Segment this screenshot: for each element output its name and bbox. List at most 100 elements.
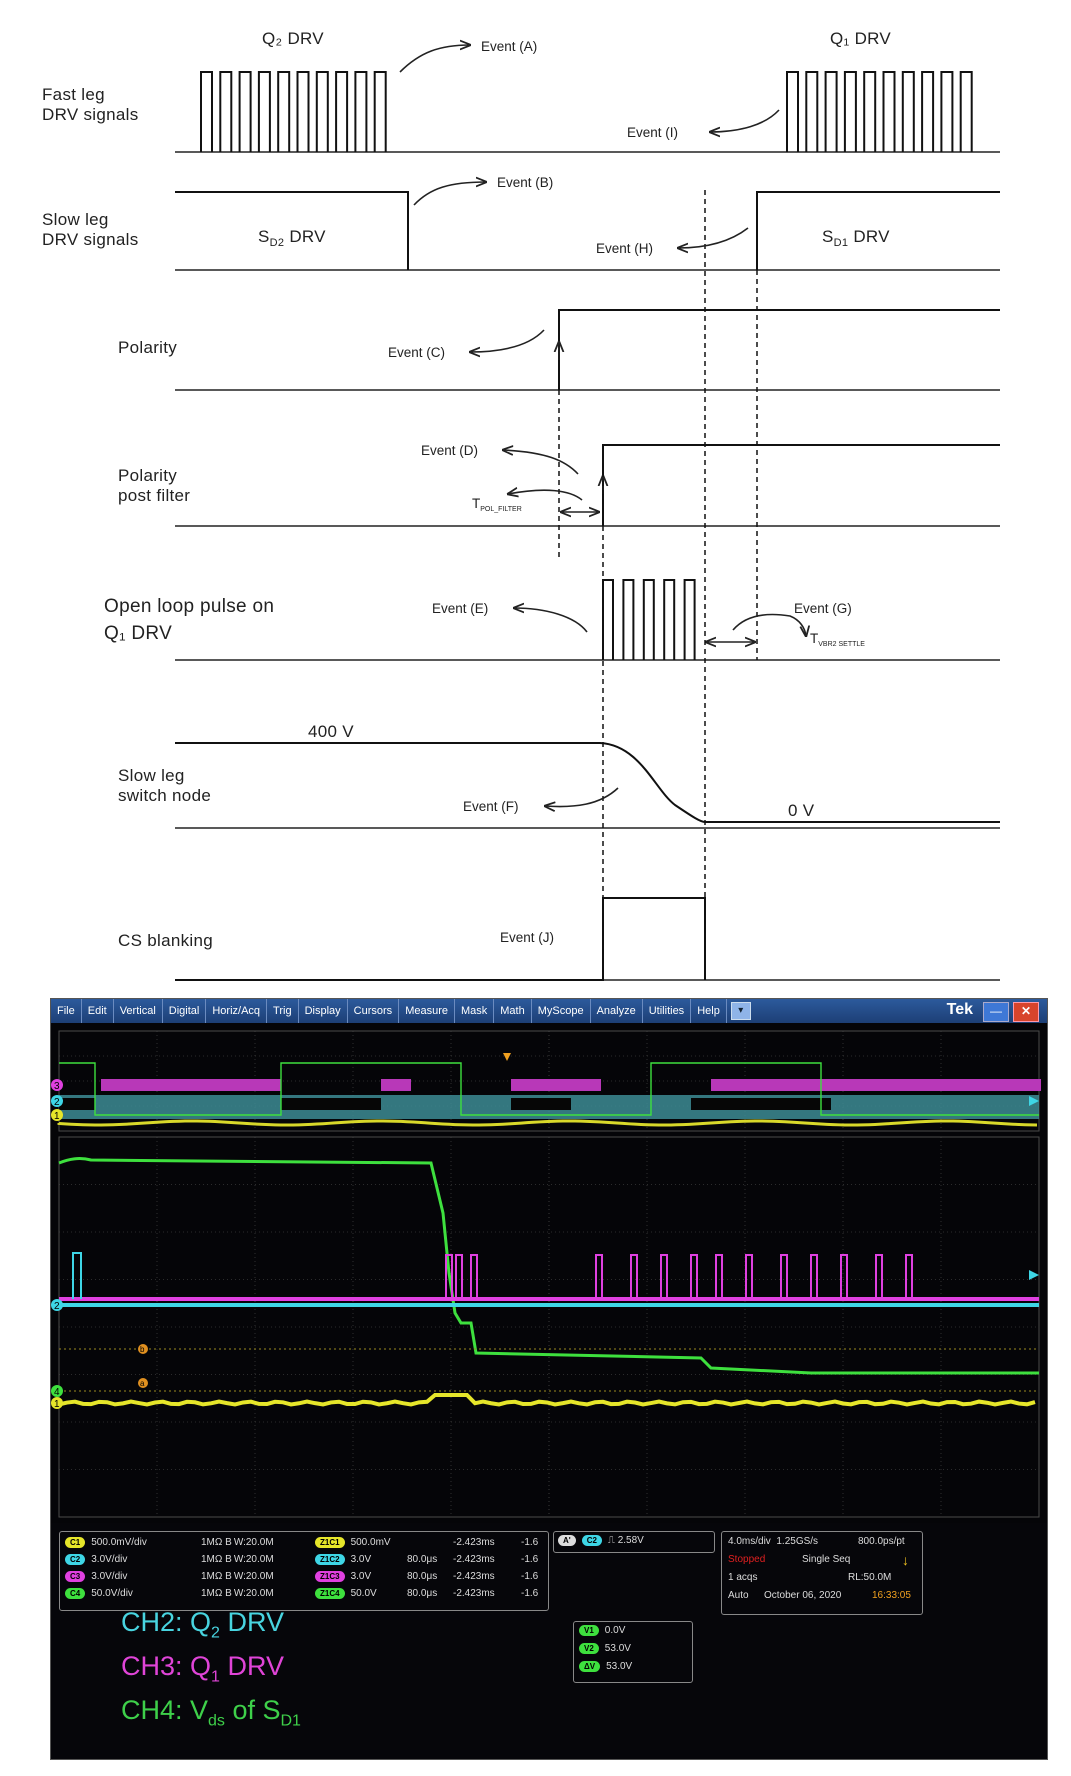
trigger-source-badge: A' — [558, 1535, 576, 1546]
ch3-pulse — [630, 1254, 638, 1299]
arrow-t-pol — [508, 490, 583, 501]
acq-state: Stopped — [728, 1554, 766, 1565]
cursor-value: 53.0V — [604, 1643, 631, 1654]
ch3-pulse — [840, 1254, 848, 1299]
time: 16:33:05 — [872, 1590, 911, 1601]
menu-cursors[interactable]: Cursors — [348, 999, 400, 1023]
ch3-pulse — [780, 1254, 788, 1299]
arrow-event-f — [545, 787, 619, 807]
legend-row-1: CH2: Q2 DRV — [121, 1607, 284, 1642]
zoom-factor: -1.6 — [521, 1588, 539, 1599]
ch3-pulse — [745, 1254, 753, 1299]
menu-math[interactable]: Math — [494, 999, 532, 1023]
zoom-factor: -1.6 — [521, 1554, 539, 1565]
date: October 06, 2020 — [764, 1590, 842, 1601]
menu-measure[interactable]: Measure — [399, 999, 455, 1023]
trigger-status-icon: ↓ — [902, 1552, 909, 1568]
trigger-channel-badge: C2 — [581, 1535, 602, 1546]
menu-horiz-acq[interactable]: Horiz/Acq — [206, 999, 268, 1023]
label-switch-node-2: switch node — [118, 786, 211, 805]
menu-edit[interactable]: Edit — [82, 999, 114, 1023]
close-button[interactable]: ✕ — [1013, 1002, 1039, 1022]
menu-trig[interactable]: Trig — [267, 999, 299, 1023]
overview-ch2-gap — [691, 1098, 831, 1110]
legend-row-3: CH4: Vds of SD1 — [121, 1695, 301, 1730]
arrow-event-g — [732, 613, 806, 636]
label-t-vbr2-settle: TVBR2 SETTLE — [810, 631, 865, 648]
horizontal-acq-panel[interactable]: 4.0ms/div 1.25GS/s 800.0ps/pt Stopped Si… — [721, 1531, 923, 1615]
menu-display[interactable]: Display — [299, 999, 348, 1023]
arrow-event-b — [413, 182, 486, 206]
menu-vertical[interactable]: Vertical — [114, 999, 163, 1023]
label-400v: 400 V — [308, 722, 354, 741]
menu-digital[interactable]: Digital — [163, 999, 207, 1023]
trigger-position-marker[interactable] — [503, 1053, 511, 1061]
channel-marker-2-main[interactable]: 2 — [51, 1299, 63, 1312]
ch3-pulse — [905, 1254, 913, 1299]
ch2-level-marker-main[interactable] — [1029, 1270, 1039, 1280]
menu-file[interactable]: File — [51, 999, 82, 1023]
overview-ch3-pulse — [711, 1079, 1041, 1091]
channel-marker-3[interactable]: 3 — [51, 1079, 63, 1092]
arrow-event-a — [399, 45, 470, 73]
svg-text:1: 1 — [54, 1111, 60, 1122]
zoom-row-3[interactable]: Z1C3 3.0V — [315, 1571, 371, 1582]
overview-ch4-trace — [59, 1062, 1039, 1116]
svg-text:2: 2 — [54, 1097, 60, 1108]
polarity-post-waveform — [602, 444, 1000, 526]
cursor-b-marker[interactable]: b — [138, 1344, 148, 1354]
label-slow-leg-2: DRV signals — [42, 230, 139, 249]
zoom-scale: 3.0V — [350, 1571, 372, 1582]
arrow-event-e — [514, 608, 588, 633]
channel-impedance-bw: 1MΩ B W:20.0M — [201, 1588, 274, 1599]
ch4-vds-trace — [58, 1157, 1039, 1375]
label-slow-leg-1: Slow leg — [42, 210, 109, 229]
menu-utilities[interactable]: Utilities — [643, 999, 692, 1023]
menu-myscope[interactable]: MyScope — [532, 999, 591, 1023]
label-q2-drv: Q₂ DRV — [262, 29, 324, 48]
cursor-readout-panel[interactable] — [573, 1621, 693, 1683]
label-polarity-post-1: Polarity — [118, 466, 177, 485]
cursor-a-marker[interactable]: a — [138, 1378, 148, 1388]
cursor-row-3: ΔV 53.0V — [579, 1661, 632, 1672]
channel-impedance-bw: 1MΩ B W:20.0M — [201, 1537, 274, 1548]
overview-ch2-gap — [281, 1098, 381, 1110]
channel-marker-4-main[interactable]: 4 — [51, 1385, 63, 1398]
menu-mask[interactable]: Mask — [455, 999, 495, 1023]
zoom-time: -2.423ms — [453, 1571, 495, 1582]
cursor-badge: ΔV — [579, 1661, 601, 1672]
zoom-badge: Z1C3 — [315, 1571, 345, 1582]
menu-help[interactable]: Help — [691, 999, 727, 1023]
sd1-drv-waveform — [756, 191, 1000, 270]
q2-drv-pulses — [200, 71, 387, 152]
brand-logo: Tek — [946, 1001, 973, 1018]
chevron-down-icon[interactable]: ▾ — [730, 1002, 751, 1020]
channel-marker-1-main[interactable]: 1 — [51, 1397, 63, 1410]
svg-text:4: 4 — [54, 1387, 60, 1398]
minimize-button[interactable]: — — [983, 1002, 1009, 1022]
overview-ch2-gap — [59, 1098, 95, 1110]
ch2-level-marker[interactable] — [1029, 1096, 1039, 1106]
cursor-value: 53.0V — [606, 1661, 633, 1672]
menu-analyze[interactable]: Analyze — [591, 999, 643, 1023]
waveform-display: 3 2 1 2 4 1 b a — [51, 1023, 1047, 1523]
overview-ch2-gap — [511, 1098, 571, 1110]
event-c: Event (C) — [388, 345, 445, 360]
channel-marker-2[interactable]: 2 — [51, 1095, 63, 1108]
ch3-pulse — [715, 1254, 723, 1299]
trigger-readout[interactable]: A'C2⎍ 2.58V — [553, 1531, 715, 1553]
horizontal-scale: 4.0ms/div — [728, 1536, 771, 1547]
zoom-factor: -1.6 — [521, 1537, 539, 1548]
rising-edge-icon: ⎍ — [607, 1535, 615, 1546]
channel-marker-1[interactable]: 1 — [51, 1109, 63, 1122]
event-a: Event (A) — [481, 39, 537, 54]
